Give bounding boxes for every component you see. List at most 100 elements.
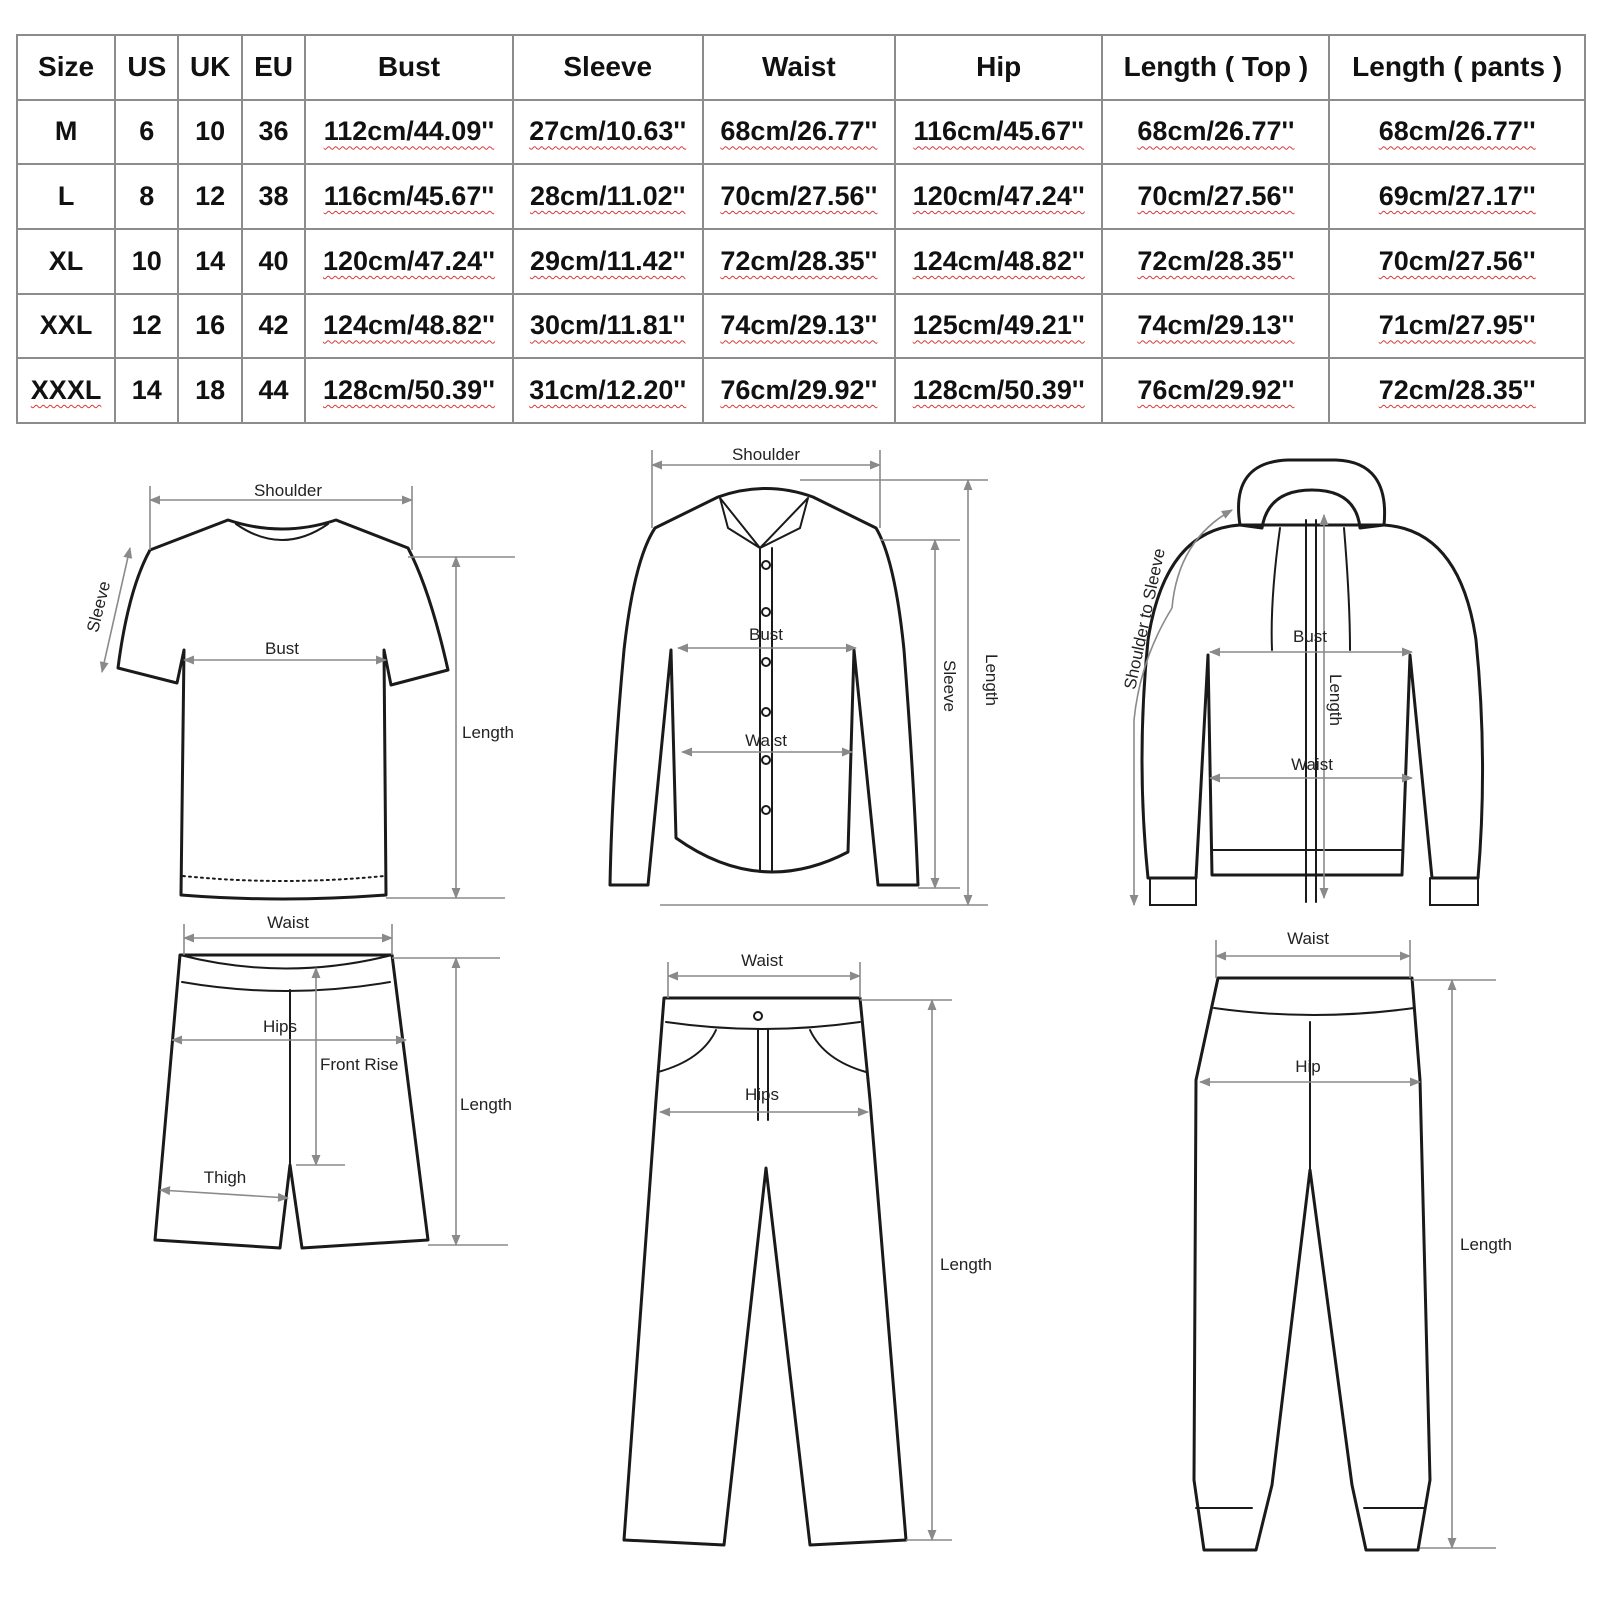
tshirt-shoulder-label: Shoulder bbox=[254, 481, 322, 500]
table-cell: 125cm/49.21'' bbox=[893, 292, 1104, 360]
hoodie-hood bbox=[1237, 458, 1387, 530]
column-header: US bbox=[114, 34, 180, 101]
cell-value: 31cm/12.20'' bbox=[529, 375, 687, 406]
shirt-sleeve-label: Sleeve bbox=[940, 660, 959, 712]
cell-value: 112cm/44.09'' bbox=[323, 116, 495, 147]
table-cell: 14 bbox=[177, 227, 243, 295]
tshirt-sleeve-label: Sleeve bbox=[83, 579, 114, 634]
table-cell: 68cm/26.77'' bbox=[1101, 98, 1331, 166]
cell-value: 16 bbox=[195, 310, 226, 341]
tshirt-bust-label: Bust bbox=[265, 639, 299, 658]
column-header: UK bbox=[177, 34, 243, 101]
table-cell: 30cm/11.81'' bbox=[511, 292, 704, 360]
shirt-outline bbox=[608, 487, 920, 887]
joggers-waist-label: Waist bbox=[1287, 929, 1329, 948]
cell-value: 38 bbox=[258, 181, 289, 212]
cell-value: 12 bbox=[131, 310, 162, 341]
cell-value: 76cm/29.92'' bbox=[720, 375, 878, 406]
cell-value: 18 bbox=[195, 375, 226, 406]
table-cell: M bbox=[15, 98, 117, 166]
hoodie-diagram: Shoulder to Sleeve Bust Length Waist bbox=[1120, 458, 1485, 907]
table-cell: L bbox=[15, 163, 117, 230]
table-cell: 120cm/47.24'' bbox=[893, 163, 1104, 230]
cell-value: 70cm/27.56'' bbox=[1378, 245, 1536, 276]
trousers-waist-label: Waist bbox=[741, 951, 783, 970]
cell-value: 10 bbox=[131, 245, 162, 276]
hoodie-length-label: Length bbox=[1326, 674, 1345, 726]
shorts-front-rise-label: Front Rise bbox=[320, 1055, 398, 1074]
shirt-diagram: Shoulder Bust Waist Sleeve Length bbox=[608, 445, 1001, 907]
cell-value: 124cm/48.82'' bbox=[322, 310, 495, 341]
table-cell: 68cm/26.77'' bbox=[701, 98, 896, 166]
column-header: Hip bbox=[893, 34, 1104, 101]
table-cell: 71cm/27.95'' bbox=[1328, 292, 1586, 360]
table-cell: 70cm/27.56'' bbox=[1328, 227, 1586, 295]
table-row: XXXL 14 18 44 128cm/50.39'' 31cm/12.20'' 76cm/… bbox=[15, 357, 1586, 424]
table-cell: 70cm/27.56'' bbox=[701, 163, 896, 230]
cell-value: 68cm/26.77'' bbox=[720, 116, 878, 147]
table-cell: 74cm/29.13'' bbox=[701, 292, 896, 360]
table-cell: 70cm/27.56'' bbox=[1101, 163, 1331, 230]
table-cell: 116cm/45.67'' bbox=[304, 163, 514, 230]
size-label: XL bbox=[48, 245, 84, 276]
tshirt-length-label: Length bbox=[462, 723, 514, 742]
shorts-length-label: Length bbox=[460, 1095, 512, 1114]
table-cell: 72cm/28.35'' bbox=[701, 227, 896, 295]
table-cell: XXL bbox=[15, 292, 117, 360]
table-cell: 44 bbox=[240, 357, 307, 424]
table-cell: 128cm/50.39'' bbox=[304, 357, 514, 424]
column-header: Length ( Top ) bbox=[1101, 34, 1331, 101]
table-cell: 42 bbox=[240, 292, 307, 360]
table-cell: 31cm/12.20'' bbox=[511, 357, 704, 424]
size-label: M bbox=[54, 116, 78, 147]
cell-value: 124cm/48.82'' bbox=[912, 245, 1085, 276]
table-cell: 14 bbox=[114, 357, 180, 424]
hoodie-outline bbox=[1140, 523, 1485, 880]
table-cell: 76cm/29.92'' bbox=[1101, 357, 1331, 424]
table-cell: XXXL bbox=[15, 357, 117, 424]
cell-value: 27cm/10.63'' bbox=[529, 116, 687, 147]
column-header: Bust bbox=[304, 34, 514, 101]
column-header: Size bbox=[15, 34, 117, 101]
cell-value: 70cm/27.56'' bbox=[720, 181, 878, 212]
shirt-bust-label: Bust bbox=[749, 625, 783, 644]
hoodie-bust-label: Bust bbox=[1293, 627, 1327, 646]
column-header: Length ( pants ) bbox=[1328, 34, 1586, 101]
shorts-hips-label: Hips bbox=[263, 1017, 297, 1036]
trousers-hips-label: Hips bbox=[745, 1085, 779, 1104]
cell-value: 69cm/27.17'' bbox=[1378, 181, 1536, 212]
table-cell: 10 bbox=[177, 98, 243, 166]
trousers-length-label: Length bbox=[940, 1255, 992, 1274]
cell-value: 71cm/27.95'' bbox=[1378, 310, 1536, 341]
cell-value: 6 bbox=[139, 116, 155, 147]
tshirt-outline bbox=[116, 518, 450, 901]
table-cell: 72cm/28.35'' bbox=[1101, 227, 1331, 295]
cell-value: 28cm/11.02'' bbox=[530, 181, 686, 212]
table-cell: 112cm/44.09'' bbox=[304, 98, 514, 166]
cell-value: 72cm/28.35'' bbox=[720, 245, 878, 276]
table-cell: 12 bbox=[114, 292, 180, 360]
shorts-thigh-label: Thigh bbox=[204, 1168, 247, 1187]
cell-value: 128cm/50.39'' bbox=[322, 375, 495, 406]
size-label: XXXL bbox=[30, 375, 102, 406]
joggers-hip-label: Hip bbox=[1295, 1057, 1321, 1076]
shirt-shoulder-label: Shoulder bbox=[732, 445, 800, 464]
cell-value: 128cm/50.39'' bbox=[912, 375, 1085, 406]
cell-value: 125cm/49.21'' bbox=[912, 310, 1085, 341]
table-cell: 38 bbox=[240, 163, 307, 230]
cell-value: 42 bbox=[258, 310, 289, 341]
cell-value: 72cm/28.35'' bbox=[1137, 245, 1295, 276]
table-cell: 6 bbox=[114, 98, 180, 166]
cell-value: 120cm/47.24'' bbox=[322, 245, 495, 276]
cell-value: 14 bbox=[195, 245, 226, 276]
table-cell: 124cm/48.82'' bbox=[893, 227, 1104, 295]
cell-value: 72cm/28.35'' bbox=[1378, 375, 1536, 406]
cell-value: 116cm/45.67'' bbox=[323, 181, 495, 212]
shirt-collar bbox=[719, 497, 809, 550]
table-cell: 120cm/47.24'' bbox=[304, 227, 514, 295]
cell-value: 76cm/29.92'' bbox=[1137, 375, 1295, 406]
shirt-waist-label: Waist bbox=[745, 731, 787, 750]
cell-value: 74cm/29.13'' bbox=[1137, 310, 1295, 341]
